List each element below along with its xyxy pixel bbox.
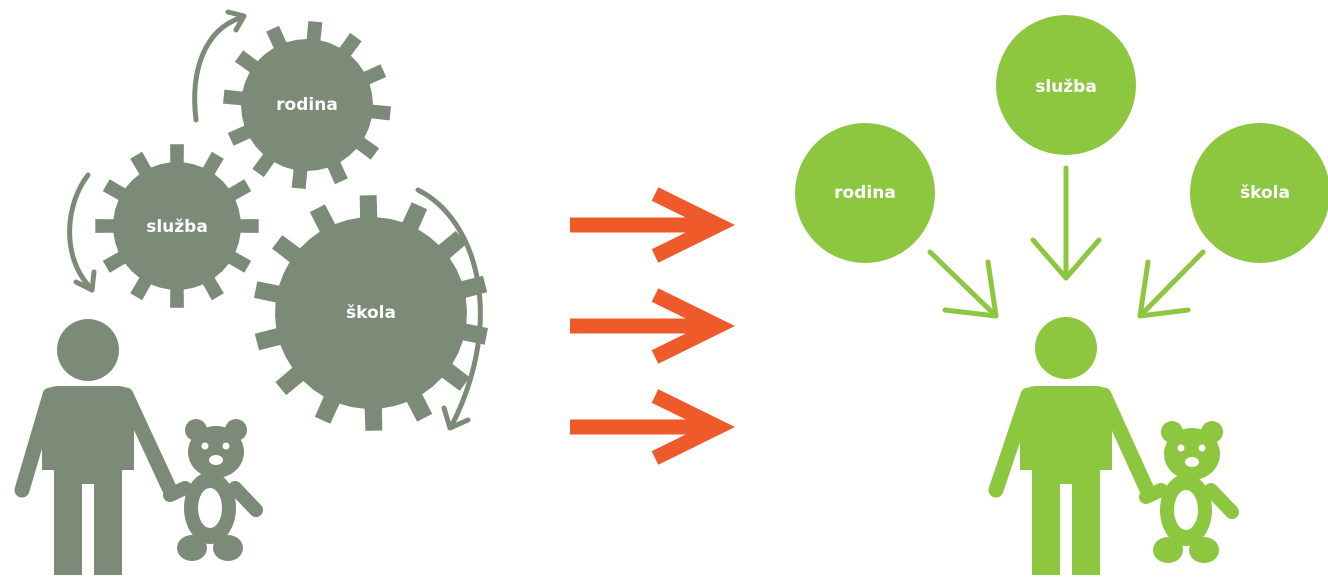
- person-green-icon: [988, 317, 1156, 575]
- circle-label-sluzba: služba: [1035, 77, 1097, 97]
- support-circles: [795, 15, 1328, 263]
- rotation-arrowhead-top: [225, 9, 247, 33]
- gear-skola: [254, 195, 488, 431]
- gear-label-sluzba: služba: [146, 217, 208, 237]
- green-arrows: [927, 165, 1206, 319]
- circle-sluzba: [996, 15, 1136, 155]
- gear-rodina: [223, 21, 391, 189]
- transition-arrows: [570, 187, 735, 465]
- green-arrow-top: [1030, 165, 1102, 281]
- rotation-arrows: [67, 9, 483, 431]
- green-arrow-left: [927, 249, 999, 319]
- gear-cluster: [95, 21, 488, 431]
- teddy-bear-grey-icon: [163, 419, 263, 561]
- circle-label-skola: škola: [1240, 183, 1290, 203]
- orange-arrow-2: [570, 288, 735, 364]
- rotation-arrowhead-left: [73, 269, 97, 293]
- rotation-arrowhead-right: [441, 405, 471, 431]
- gear-label-rodina: rodina: [276, 95, 338, 115]
- orange-arrow-1: [570, 187, 735, 263]
- gear-sluzba: [95, 144, 259, 308]
- circle-rodina: [795, 123, 935, 263]
- rotation-arrow-left: [67, 172, 91, 288]
- teddy-bear-green-icon: [1139, 421, 1239, 563]
- gear-label-skola: škola: [346, 303, 396, 323]
- person-grey-icon: [14, 319, 178, 575]
- rotation-arrow-right: [415, 187, 483, 428]
- rotation-arrow-top: [192, 15, 243, 123]
- green-arrow-right: [1137, 249, 1206, 319]
- circle-skola: [1190, 123, 1328, 263]
- orange-arrow-3: [570, 389, 735, 465]
- circle-label-rodina: rodina: [834, 183, 896, 203]
